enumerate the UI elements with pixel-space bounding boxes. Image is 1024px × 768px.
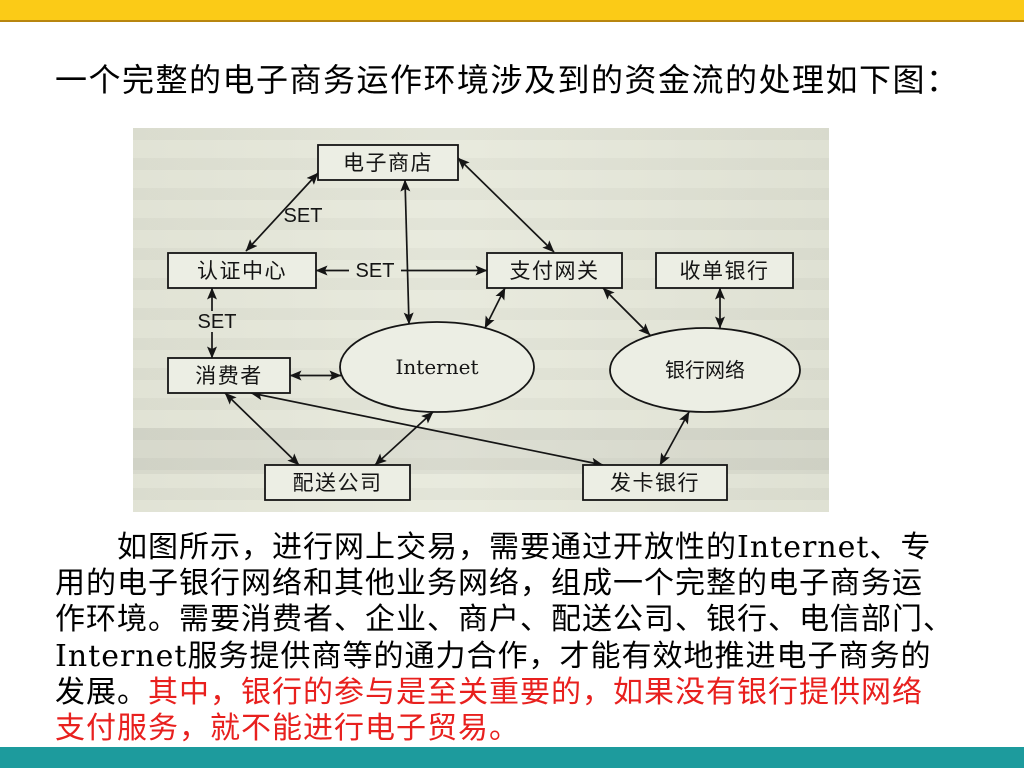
body-line-1: 如图所示，进行网上交易，需要通过开放性的Internet、专: [117, 530, 932, 565]
node-gateway-box: [486, 252, 623, 289]
node-ca-label: 认证中心: [197, 259, 287, 283]
node-bank-network-ellipse: [609, 327, 801, 413]
node-ca-box: [167, 252, 317, 289]
node-ca: 认证中心: [167, 252, 317, 289]
node-delivery: 配送公司: [264, 464, 411, 501]
arrow-gateway-internet: [484, 287, 506, 329]
edge-label-store-ca: SET: [284, 205, 323, 227]
edge-label-ca-consumer: SET: [198, 311, 237, 333]
node-acquirer-box: [655, 252, 794, 289]
top-accent-rule: [0, 20, 1024, 22]
payment-flow-diagram: SET SET SET 电子商店 认证中心 支付网关 收单银行 消费者 Inte…: [133, 144, 829, 501]
node-bank-network: 银行网络: [609, 327, 801, 413]
slide-title: 一个完整的电子商务运作环境涉及到的资金流的处理如下图：: [55, 61, 960, 99]
node-acquirer: 收单银行: [655, 252, 794, 289]
node-acquirer-label: 收单银行: [680, 259, 770, 283]
node-consumer: 消费者: [167, 357, 291, 394]
node-store: 电子商店: [317, 144, 459, 181]
arrow-store-internet: [400, 179, 414, 325]
node-store-box: [317, 144, 459, 181]
body-line-4: Internet服务提供商等的通力合作，才能有效地推进电子商务的: [55, 638, 932, 674]
body-line-6-highlight: 支付服务，就不能进行电子贸易。: [55, 710, 520, 746]
arrow-delivery-internet: [374, 411, 434, 466]
arrow-consumer-delivery: [224, 392, 300, 466]
body-line-3: 作环境。需要消费者、企业、商户、配送公司、银行、电信部门、: [55, 602, 954, 638]
body-line-5-plain: 发展。: [55, 674, 148, 710]
arrow-store-ca: [245, 172, 319, 252]
node-bank-network-label: 银行网络: [665, 358, 745, 382]
node-consumer-label: 消费者: [195, 364, 263, 388]
arrow-gateway-bank-network: [602, 287, 651, 336]
bottom-accent-bar: [0, 747, 1024, 768]
body-line-5-highlight: 其中，银行的参与是至关重要的，如果没有银行提供网络: [148, 674, 923, 710]
body-paragraph: 如图所示，进行网上交易，需要通过开放性的Internet、专 用的电子银行网络和…: [55, 530, 995, 747]
arrow-store-gateway: [457, 157, 555, 253]
node-issuer-box: [582, 464, 728, 501]
edge-label-ca-gateway: SET: [356, 260, 395, 282]
node-issuer: 发卡银行: [582, 464, 728, 501]
arrow-issuer-bank-network: [659, 411, 690, 466]
node-gateway-label: 支付网关: [510, 259, 600, 283]
node-issuer-label: 发卡银行: [610, 471, 700, 495]
connector-lines: [207, 157, 725, 468]
node-internet-ellipse: [339, 321, 535, 413]
node-store-label: 电子商店: [343, 151, 433, 175]
node-internet-label: Internet: [396, 355, 479, 379]
node-gateway: 支付网关: [486, 252, 623, 289]
top-accent-bar: [0, 0, 1024, 20]
node-consumer-box: [167, 357, 291, 394]
body-line-6: 支付服务，就不能进行电子贸易。: [55, 711, 995, 747]
node-delivery-label: 配送公司: [293, 471, 383, 495]
body-line-2: 用的电子银行网络和其他业务网络，组成一个完整的电子商务运: [55, 566, 923, 602]
node-internet: Internet: [339, 321, 535, 413]
body-line-5: 发展。其中，银行的参与是至关重要的，如果没有银行提供网络: [55, 675, 995, 711]
diagram-figure: SET SET SET 电子商店 认证中心 支付网关 收单银行 消费者 Inte…: [133, 128, 829, 512]
node-delivery-box: [264, 464, 411, 501]
